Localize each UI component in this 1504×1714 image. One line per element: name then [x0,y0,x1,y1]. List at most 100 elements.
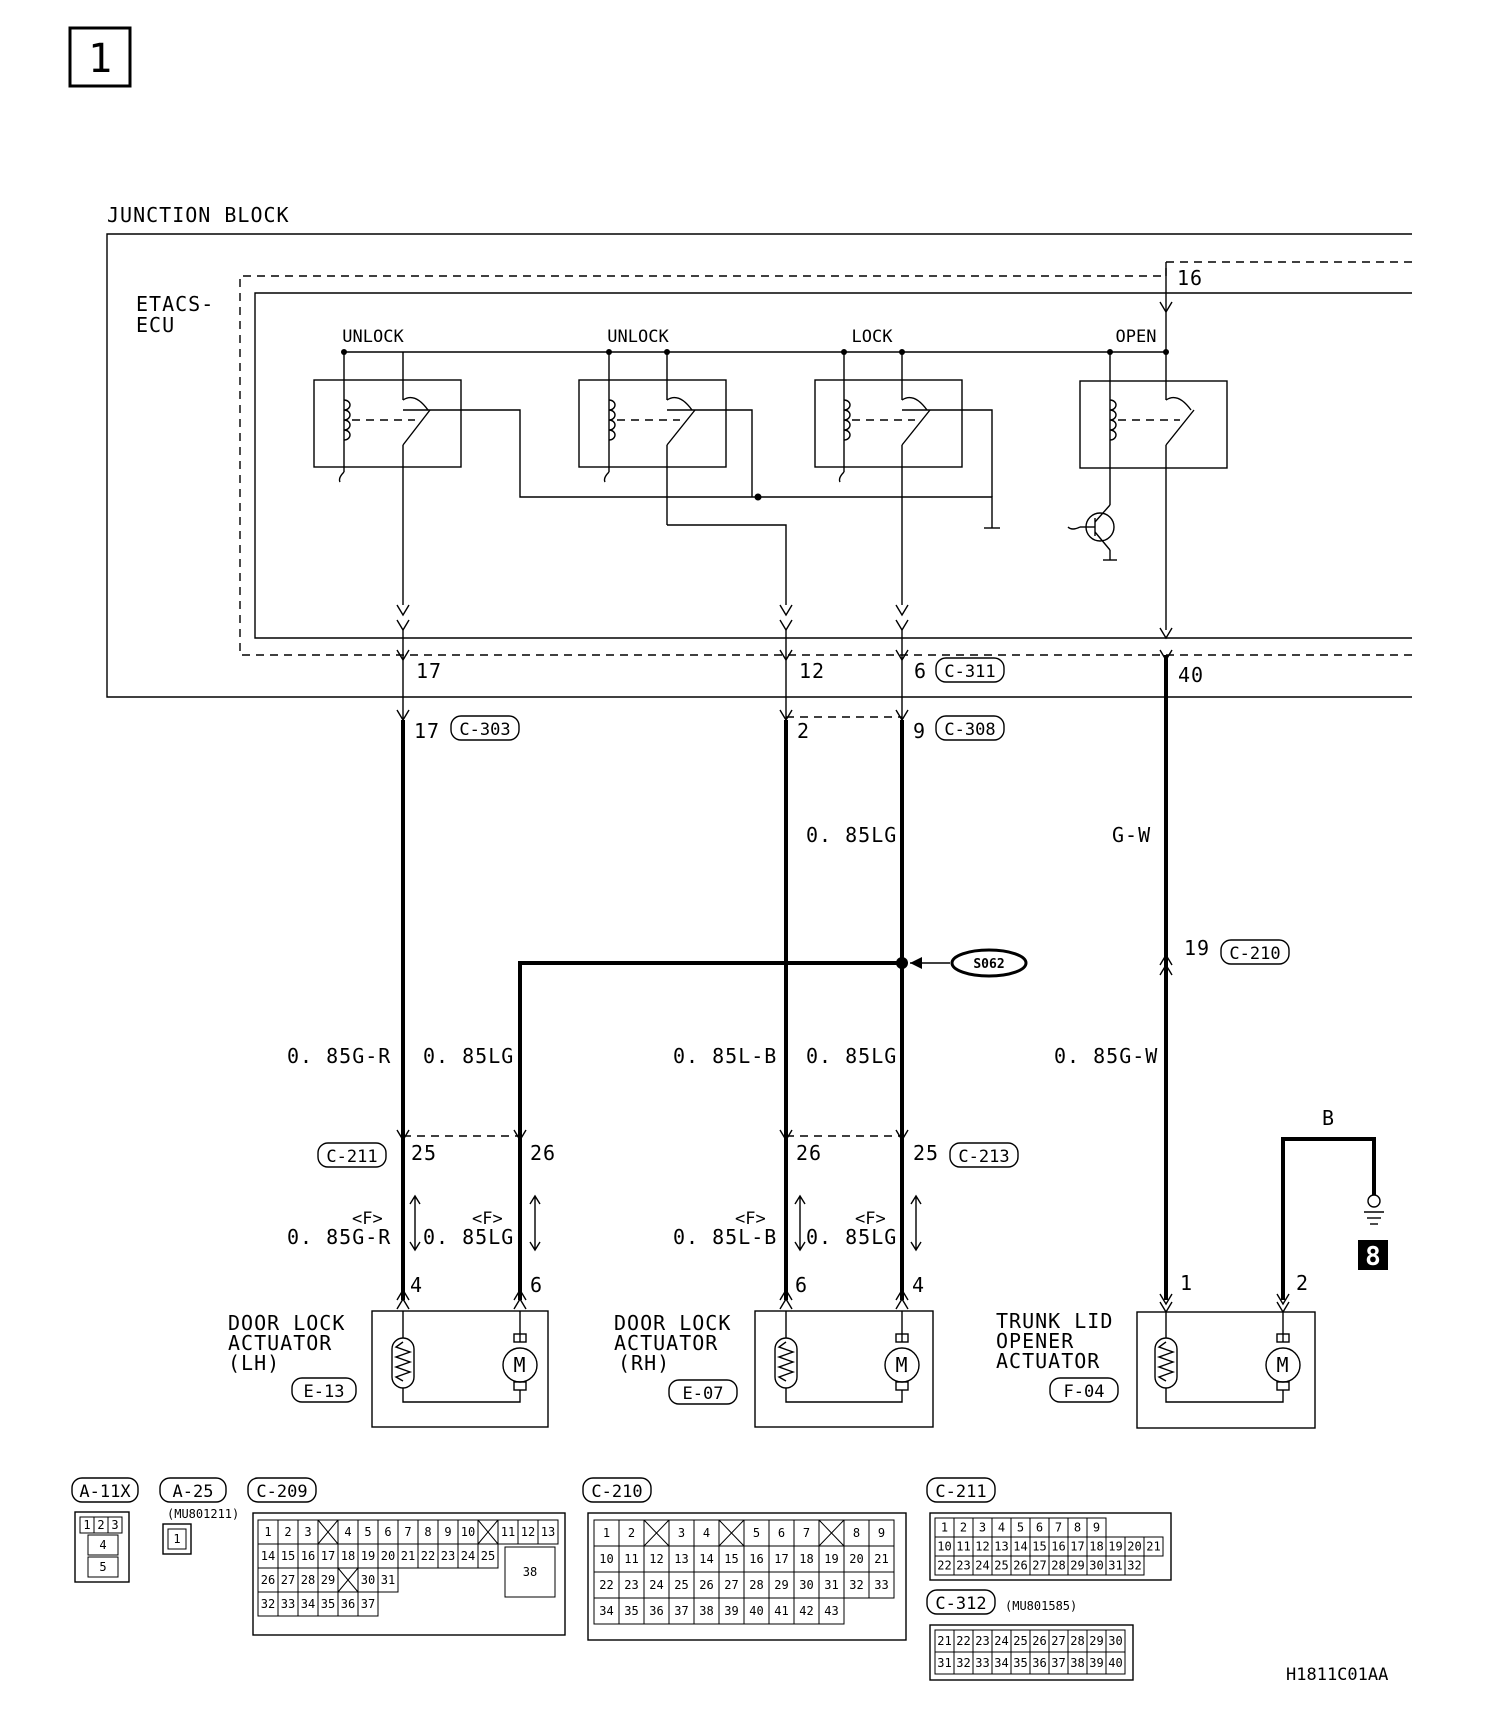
c210-pin: 34 [599,1604,613,1618]
c312-pin: 36 [1032,1656,1046,1670]
c209-pin: 25 [481,1549,495,1563]
c210-pin-19: 19 [1184,936,1210,960]
c209-pin-cell [357,1591,379,1617]
junction-block-title: JUNCTION BLOCK [107,203,290,227]
c211-pin-cell [1124,1555,1145,1576]
c210-pin: 8 [853,1526,860,1540]
c312-pin: 35 [1013,1656,1027,1670]
c209-pin: 32 [261,1597,275,1611]
c210-pin: 15 [724,1552,738,1566]
c312-pin: 34 [994,1656,1008,1670]
svg-text:C-311: C-311 [944,662,995,682]
c210-pin: 40 [749,1604,763,1618]
c308-pin-2: 2 [797,719,810,743]
c211-pin-cell [1143,1536,1164,1557]
c211-pin: 23 [956,1559,970,1573]
c311-pin-6: 6 [914,659,927,683]
door-lock-actuator-lh: M [371,1310,549,1428]
c210-pin-cell [718,1597,745,1625]
c211-pin: 26 [1013,1559,1027,1573]
c210-pin-cell [668,1597,695,1625]
c211-pin: 11 [956,1540,970,1554]
c312-pin: 37 [1051,1656,1065,1670]
c210-pin-cell [618,1597,645,1625]
c211-pin: 24 [975,1559,989,1573]
c210-pin: 30 [799,1578,813,1592]
actuator-rh-name-1: DOOR LOCK [614,1311,731,1335]
c210-pin-cell [793,1571,820,1599]
c209-pin: 3 [304,1525,311,1539]
wire-label-upper-lg: 0. 85LG [806,823,897,847]
c210-pin: 22 [599,1578,613,1592]
svg-text:E-07: E-07 [683,1384,724,1404]
c210-pin-cell [618,1519,645,1547]
svg-text:C-303: C-303 [459,720,510,740]
c209-pin: 5 [364,1525,371,1539]
c210-pin: 32 [849,1578,863,1592]
c211-pin: 10 [937,1540,951,1554]
relay-lock [814,352,963,605]
c213-pin-26: 26 [796,1141,822,1165]
svg-text:M: M [1276,1353,1289,1377]
c210-pin-blank [818,1519,845,1547]
connector-a11x-badge: A-11X [71,1477,139,1503]
c210-pin-cell [643,1597,670,1625]
c210-pin: 6 [778,1526,785,1540]
c209-pin: 15 [281,1549,295,1563]
c209-pin: 29 [321,1573,335,1587]
c209-pin-blank [317,1519,339,1545]
c209-pin: 30 [361,1573,375,1587]
c209-pin: 24 [461,1549,475,1563]
c209-pin: 9 [444,1525,451,1539]
trunk-actuator-pin-2: 2 [1296,1271,1309,1295]
wire-label-mid-lg-1: 0. 85LG [423,1044,514,1068]
svg-text:A-11X: A-11X [79,1482,131,1502]
c209-pin: 37 [361,1597,375,1611]
c312-pin: 39 [1089,1656,1103,1670]
wire-label-low-lg-1: 0. 85LG [423,1225,514,1249]
c312-pin: 24 [994,1634,1008,1648]
connector-a25-part: (MU801211) [167,1507,239,1521]
c210-pin-cell [668,1571,695,1599]
c211-pin: 28 [1051,1559,1065,1573]
svg-text:C-211: C-211 [326,1147,377,1167]
relay-label-unlock-1: UNLOCK [342,327,404,347]
c213-pin-25: 25 [913,1141,939,1165]
c210-pin: 7 [803,1526,810,1540]
c209-pin: 23 [441,1549,455,1563]
svg-text:C-312: C-312 [935,1594,986,1614]
ground-symbol [1364,1194,1384,1225]
c210-pin: 42 [799,1604,813,1618]
drawing-code: H1811C01AA [1286,1665,1388,1685]
c311-pin-17: 17 [416,659,442,683]
c210-pin: 35 [624,1604,638,1618]
svg-text:M: M [513,1353,526,1377]
c210-pin: 12 [649,1552,663,1566]
svg-text:C-213: C-213 [958,1147,1009,1167]
f-marker-1: <F> [352,1209,383,1229]
c312-pin: 38 [1070,1656,1084,1670]
c209-pin-blank [337,1567,359,1593]
relay-label-lock: LOCK [852,327,894,347]
c210-pin: 9 [878,1526,885,1540]
trunk-actuator-name-3: ACTUATOR [996,1349,1100,1373]
c210-pin: 11 [624,1552,638,1566]
c210-pin: 29 [774,1578,788,1592]
actuator-lh-pin-4: 4 [410,1273,423,1297]
wire-label-low-gr: 0. 85G-R [287,1225,391,1249]
a11x-pin-cell [87,1556,119,1578]
c210-pin-cell [843,1519,870,1547]
svg-text:F-04: F-04 [1064,1382,1105,1402]
c210-pin: 43 [824,1604,838,1618]
svg-text:E-13: E-13 [304,1382,345,1402]
wire-label-low-lg-2: 0. 85LG [806,1225,897,1249]
c211-pin-25: 25 [411,1141,437,1165]
c312-pin: 21 [937,1634,951,1648]
actuator-lh-name-1: DOOR LOCK [228,1311,345,1335]
c209-pin: 31 [381,1573,395,1587]
c211-pin: 32 [1127,1559,1141,1573]
actuator-rh-name-2: ACTUATOR [614,1331,718,1355]
a25-pin-cell [167,1528,187,1550]
c308-badge: C-308 [935,715,1005,741]
